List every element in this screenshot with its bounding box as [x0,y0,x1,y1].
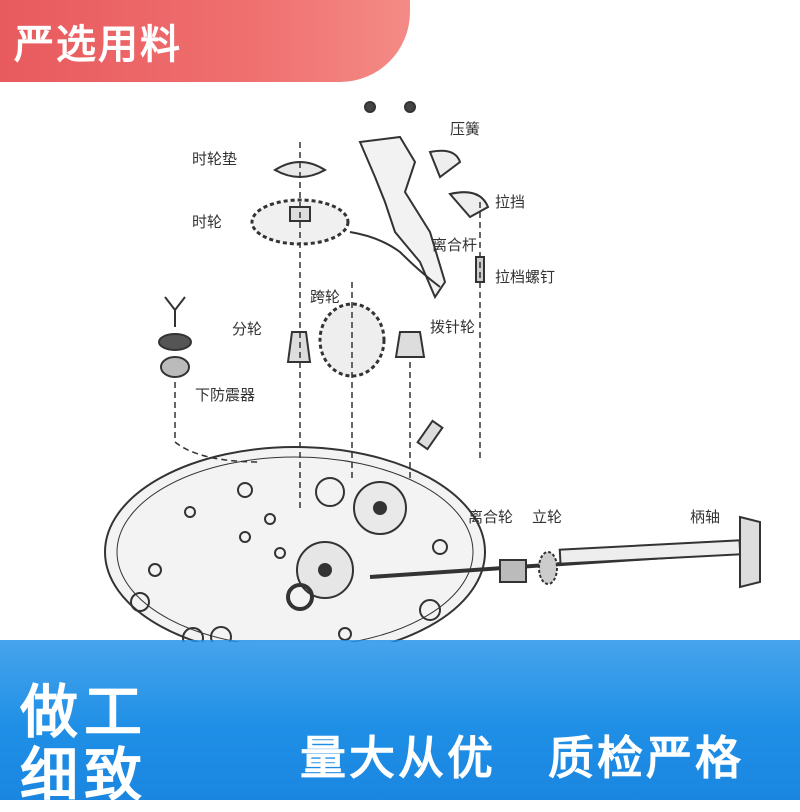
footer-line-1: 做工 [20,678,149,746]
top-banner: 严选用料 [0,0,410,82]
slogan-quantity: 量大从优 [300,731,496,785]
hour-wheel-cover [273,161,327,178]
label-pull-block-screw: 拉档螺钉 [495,268,555,286]
stem [558,539,742,565]
label-pull-block: 拉挡 [495,193,525,211]
minute-wheel [286,331,312,363]
label-hour-wheel-cover: 时轮垫 [192,150,237,168]
main-plate [104,446,486,642]
label-stem: 柄轴 [690,508,720,526]
label-clutch-wheel: 离合轮 [468,508,513,526]
clutch-lever [358,135,447,300]
clutch-wheel [499,559,527,583]
label-minute-wheel: 分轮 [232,320,262,338]
bottom-banner: 做工 细致 [0,640,800,809]
label-hour-wheel: 时轮 [192,213,222,231]
spring [428,149,462,179]
crown-wheel [538,551,558,585]
label-transmission-wheel: 跨轮 [310,288,340,306]
label-spring: 压簧 [450,120,480,138]
banner-title: 严选用料 [14,22,182,68]
label-clutch-lever: 离合杆 [432,236,477,254]
watch-movement-diagram: 压簧 时轮垫 拉挡 时轮 离合杆 拉档螺钉 跨轮 分轮 拨针轮 下防震器 离合轮… [104,101,761,642]
transmission-wheel [318,302,386,378]
setting-wheel [394,331,426,358]
label-lower-shock-absorber: 下防震器 [195,386,255,404]
slogan-quality: 质检严格 [548,731,744,785]
pull-block [448,191,490,219]
label-setting-wheel: 拨针轮 [430,318,475,336]
footer-line-2: 细致 [20,741,149,809]
label-crown-wheel: 立轮 [532,508,562,526]
